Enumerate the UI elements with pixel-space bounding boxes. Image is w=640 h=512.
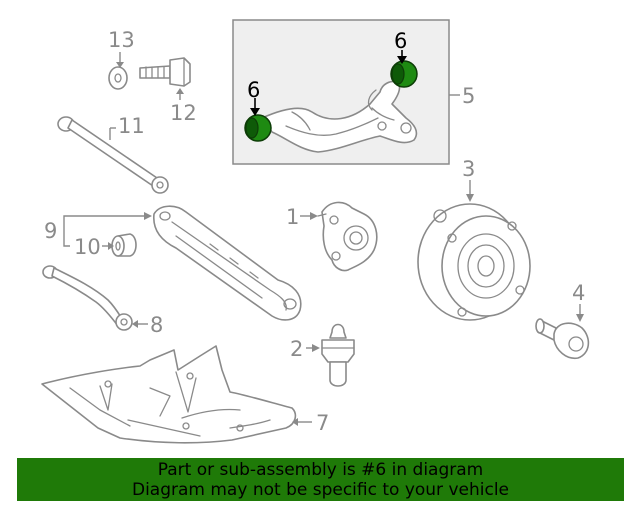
ball-joint-2 xyxy=(321,323,355,387)
callout-12: 12 xyxy=(170,101,197,125)
bushing-6-right[interactable] xyxy=(390,60,418,88)
info-banner: Part or sub-assembly is #6 in diagram Di… xyxy=(17,458,624,501)
parts-diagram: 6 6 5 13 12 11 9 xyxy=(41,19,590,444)
link-rod-11 xyxy=(57,116,169,194)
callout-11: 11 xyxy=(118,114,145,138)
lower-control-arm-9 xyxy=(153,205,302,321)
callout-3: 3 xyxy=(462,157,475,181)
washer-13 xyxy=(108,66,128,90)
callout-9: 9 xyxy=(44,219,57,243)
banner-line-2: Diagram may not be specific to your vehi… xyxy=(131,480,509,500)
upper-control-arm xyxy=(261,80,418,153)
bushing-6-left[interactable] xyxy=(244,114,272,142)
callout-10: 10 xyxy=(74,235,101,259)
callout-7: 7 xyxy=(316,411,329,435)
callout-1: 1 xyxy=(286,205,299,229)
banner-line-1: Part or sub-assembly is #6 in diagram xyxy=(157,460,484,480)
callout-13: 13 xyxy=(108,28,135,52)
callout-6-left: 6 xyxy=(247,78,260,102)
wheel-bolt-4 xyxy=(535,318,590,360)
splash-shield-7 xyxy=(41,345,297,444)
wheel-hub-3 xyxy=(417,203,531,321)
steering-knuckle-1 xyxy=(317,201,378,272)
callout-2: 2 xyxy=(290,337,303,361)
upper-control-arm-inset xyxy=(232,19,450,165)
callout-4: 4 xyxy=(572,281,585,305)
bolt-12 xyxy=(139,57,191,87)
lateral-link-8 xyxy=(42,265,133,331)
callout-8: 8 xyxy=(150,313,163,337)
callout-5: 5 xyxy=(462,84,475,108)
callout-6-right: 6 xyxy=(394,29,407,53)
bushing-10 xyxy=(111,233,137,257)
